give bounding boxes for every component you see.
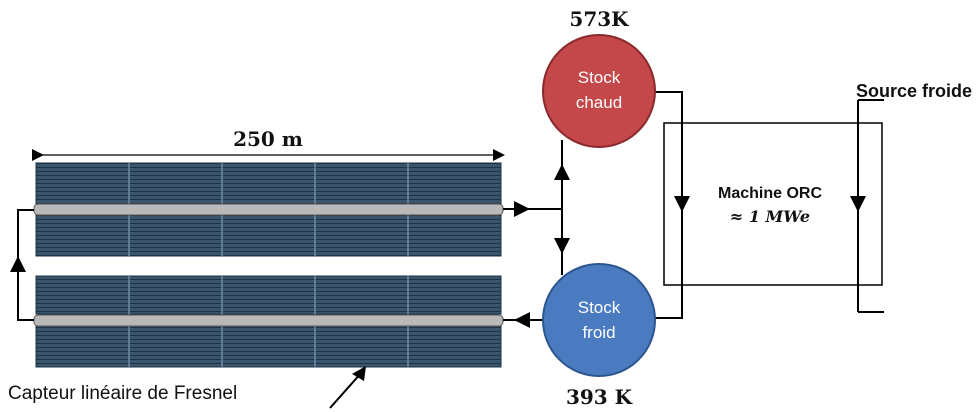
arrow-bottom-in-icon	[514, 312, 530, 328]
collector-pointer-arrow-icon	[352, 366, 366, 381]
bottom-receiver-tube	[33, 314, 504, 327]
cold-source-label: Source froide	[856, 81, 972, 101]
arrow-loop-up-icon	[10, 256, 26, 272]
cold-tank-circle	[542, 263, 656, 377]
orc-machine-box	[663, 122, 883, 286]
bottom-collector	[33, 275, 504, 368]
hot-tank-temperature: 573K	[569, 7, 629, 31]
arrow-down-cold-icon	[554, 238, 570, 254]
arrow-up-hot-icon	[554, 164, 570, 180]
bottom-collector-panel-upper	[35, 275, 502, 315]
hot-tank-label-line1: Stock	[578, 68, 621, 87]
top-collector-panel-upper	[35, 162, 502, 206]
cold-tank-temperature: 393 K	[566, 385, 633, 409]
cold-tank-label-line2: froid	[582, 323, 615, 342]
cold-tank: Stock froid	[542, 263, 656, 377]
arrow-top-out-icon	[514, 201, 530, 217]
top-receiver-tube	[33, 203, 504, 216]
orc-power-label: ≈ 1 MWe	[730, 207, 810, 226]
hot-tank: Stock chaud	[542, 34, 656, 148]
orc-machine-label: Machine ORC	[718, 185, 822, 202]
hot-tank-label-line2: chaud	[576, 93, 622, 112]
collector-pointer-line	[329, 371, 363, 409]
top-collector-panel-lower	[35, 213, 502, 257]
bottom-collector-panel-lower	[35, 324, 502, 368]
hot-tank-circle	[542, 34, 656, 148]
top-collector	[33, 162, 504, 257]
dimension-label: 250 m	[233, 127, 303, 151]
collector-label: Capteur linéaire de Fresnel	[8, 383, 237, 404]
cold-tank-label-line1: Stock	[578, 298, 621, 317]
